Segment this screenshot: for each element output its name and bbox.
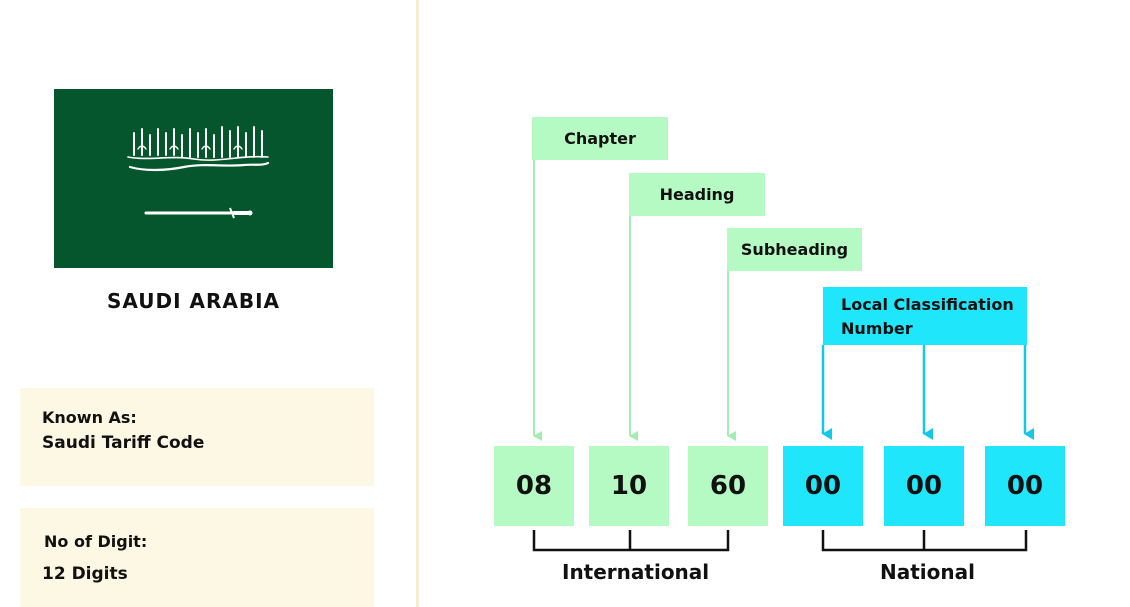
national-group-label: National (880, 560, 975, 584)
digit-box-heading: 10 (589, 446, 669, 526)
digit-count-card: No of Digit: 12 Digits (20, 508, 374, 607)
digit-box-chapter: 08 (494, 446, 574, 526)
digit-count-label: No of Digit: (44, 532, 148, 551)
flag-emblem (127, 126, 270, 219)
digit-box-subheading: 60 (688, 446, 768, 526)
known-as-label: Known As: (42, 408, 137, 427)
subheading-label: Subheading (727, 228, 862, 271)
saudi-arabia-flag (54, 89, 333, 268)
country-name: SAUDI ARABIA (106, 289, 281, 313)
local-classification-label: Local Classification Number (823, 287, 1027, 345)
heading-label: Heading (629, 173, 765, 216)
digit-count-value: 12 Digits (42, 564, 128, 584)
international-group-label: International (562, 560, 710, 584)
known-as-card: Known As: Saudi Tariff Code (20, 388, 374, 486)
panel-divider (416, 0, 419, 607)
shahada-calligraphy (127, 126, 270, 172)
chapter-label: Chapter (532, 117, 668, 160)
local-classification-line-1: Local Classification (841, 295, 1014, 314)
digit-box-national-3: 00 (985, 446, 1065, 526)
sword-icon (144, 207, 253, 219)
national-bracket (821, 530, 1028, 552)
international-bracket (532, 530, 730, 552)
digit-box-national-1: 00 (783, 446, 863, 526)
digit-box-national-2: 00 (884, 446, 964, 526)
known-as-value: Saudi Tariff Code (42, 433, 205, 453)
local-classification-line-2: Number (841, 319, 913, 338)
